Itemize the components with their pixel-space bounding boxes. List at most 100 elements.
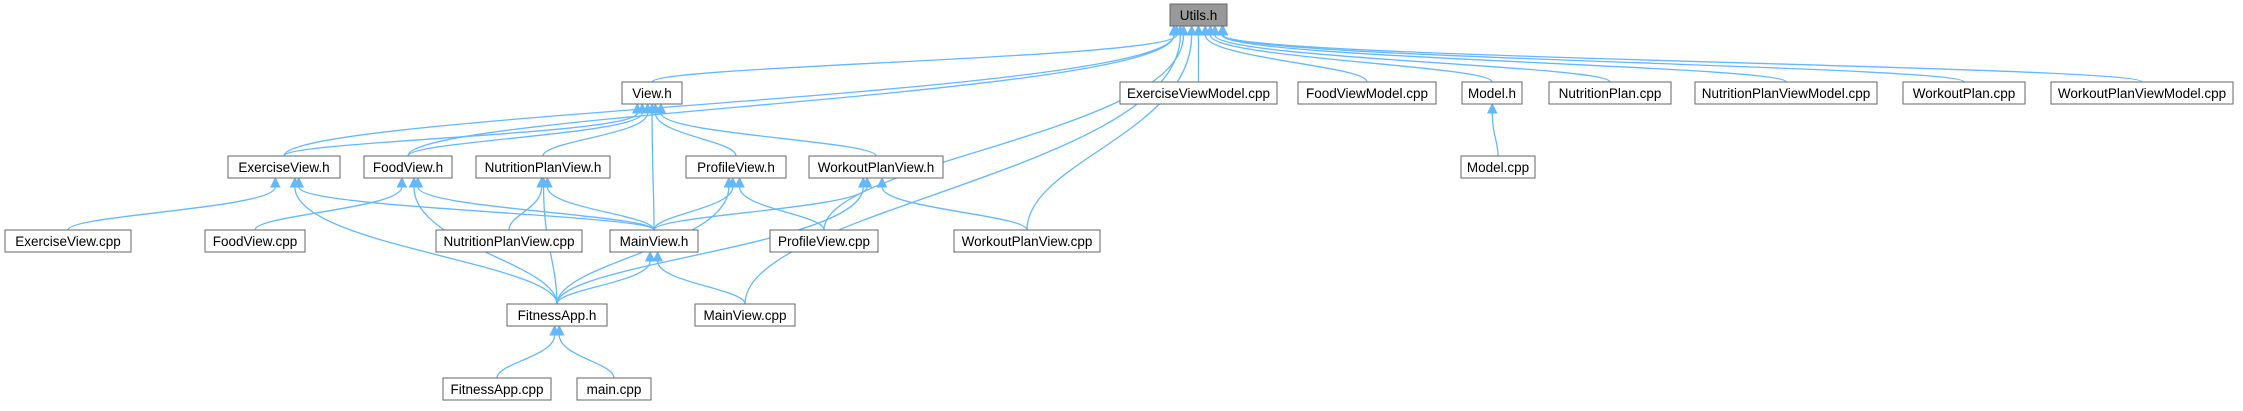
file-node-box — [1460, 155, 1536, 179]
arrowhead-wviewcpp-to-utils — [1186, 24, 1197, 36]
file-node-box — [576, 377, 652, 401]
dependency-edge-mainview-to-foodview — [417, 186, 655, 231]
dependency-edge-foodview-to-view — [407, 112, 643, 157]
file-node-box — [685, 155, 787, 179]
file-node-box — [363, 155, 453, 179]
dependency-edge-mainview-to-wview — [653, 186, 868, 231]
arrowhead-fitapp-to-mainview — [644, 250, 656, 262]
dependency-edge-wviewcpp-to-wview — [881, 186, 1028, 231]
file-node-wplan[interactable]: WorkoutPlan.cpp — [1902, 81, 2026, 105]
file-node-label: NutritionPlanView.cpp — [443, 234, 574, 249]
file-node-label: WorkoutPlanView.cpp — [962, 234, 1093, 249]
file-node-mainviewcpp[interactable]: MainView.cpp — [694, 303, 796, 327]
file-node-nutview[interactable]: NutritionPlanView.h — [475, 155, 611, 179]
file-node-nutplanvm[interactable]: NutritionPlanViewModel.cpp — [1694, 81, 1878, 105]
file-node-label: MainView.h — [620, 234, 689, 249]
file-node-profview[interactable]: ProfileView.h — [685, 155, 787, 179]
file-node-box — [2050, 81, 2234, 105]
file-node-nutplan[interactable]: NutritionPlan.cpp — [1548, 81, 1672, 105]
dependency-edge-modelcpp-to-model — [1491, 112, 1499, 157]
file-node-label: ProfileView.h — [697, 160, 775, 175]
file-node-label: WorkoutPlanViewModel.cpp — [2058, 86, 2226, 101]
file-node-box — [808, 155, 944, 179]
arrowhead-fitapp-to-nutview — [538, 176, 549, 188]
dependency-edge-wviewcpp-to-utils — [1026, 34, 1193, 231]
dependency-edge-fitapp-to-wview — [556, 186, 864, 305]
file-node-mainview[interactable]: MainView.h — [609, 229, 699, 253]
file-node-maincpp[interactable]: main.cpp — [576, 377, 652, 401]
dependency-edge-foodvm-to-utils — [1204, 34, 1368, 83]
dependency-edge-nutviewcpp-to-nutview — [508, 186, 543, 231]
file-node-box — [475, 155, 611, 179]
file-node-label: ExerciseView.cpp — [15, 234, 121, 249]
file-node-box — [609, 229, 699, 253]
dependency-edge-exview-to-utils — [283, 34, 1175, 157]
file-node-foodvm[interactable]: FoodViewModel.cpp — [1297, 81, 1437, 105]
file-node-box — [769, 229, 879, 253]
arrowhead-exviewcpp-to-exview — [270, 176, 281, 188]
arrowhead-fitapp-to-exview — [289, 176, 301, 188]
file-node-view[interactable]: View.h — [621, 81, 683, 105]
arrowhead-wview-to-view — [655, 102, 667, 114]
file-node-foodview[interactable]: FoodView.h — [363, 155, 453, 179]
file-node-exviewcpp[interactable]: ExerciseView.cpp — [4, 229, 132, 253]
file-node-label: FoodView.h — [373, 160, 443, 175]
arrowhead-foodview-to-utils — [1168, 24, 1180, 36]
arrowhead-modelcpp-to-model — [1486, 102, 1498, 114]
file-node-nutviewcpp[interactable]: NutritionPlanView.cpp — [435, 229, 583, 253]
file-node-foodviewcpp[interactable]: FoodView.cpp — [204, 229, 306, 253]
dependency-edge-profview-to-view — [654, 112, 737, 157]
file-node-modelcpp[interactable]: Model.cpp — [1460, 155, 1536, 179]
file-node-box — [227, 155, 341, 179]
arrowhead-foodviewcpp-to-foodview — [396, 176, 408, 188]
file-node-box — [953, 229, 1101, 253]
file-node-utils[interactable]: Utils.h — [1169, 3, 1228, 27]
file-node-label: View.h — [632, 86, 672, 101]
arrowhead-fitapp-to-foodview — [408, 176, 420, 188]
file-node-label: NutritionPlanViewModel.cpp — [1702, 86, 1871, 101]
file-node-model[interactable]: Model.h — [1461, 81, 1523, 105]
file-node-wview[interactable]: WorkoutPlanView.h — [808, 155, 944, 179]
arrowhead-mainviewcpp-to-utils — [1175, 24, 1186, 36]
file-node-label: WorkoutPlanView.h — [818, 160, 935, 175]
file-node-label: FoodViewModel.cpp — [1306, 86, 1428, 101]
dependency-edge-foodviewcpp-to-foodview — [254, 186, 403, 231]
dependency-edge-wview-to-view — [660, 112, 877, 157]
file-node-box — [204, 229, 306, 253]
file-node-label: FoodView.cpp — [213, 234, 298, 249]
file-node-box — [1548, 81, 1672, 105]
dependency-edge-mainview-to-exview — [298, 186, 655, 231]
arrowhead-mainviewcpp-to-mainview — [652, 250, 663, 262]
file-node-label: MainView.cpp — [703, 308, 786, 323]
dependency-edge-mainview-to-view — [651, 112, 655, 231]
arrowhead-wplanvm-to-utils — [1217, 24, 1229, 36]
file-node-box — [1119, 81, 1278, 105]
file-node-box — [1461, 81, 1523, 105]
file-node-exview[interactable]: ExerciseView.h — [227, 155, 341, 179]
dependency-edge-exviewcpp-to-exview — [67, 186, 277, 231]
dependency-edge-wplanvm-to-utils — [1222, 34, 2143, 83]
dependency-edge-maincpp-to-fitapp — [558, 334, 615, 379]
file-node-exvm[interactable]: ExerciseViewModel.cpp — [1119, 81, 1278, 105]
file-node-label: NutritionPlan.cpp — [1559, 86, 1662, 101]
file-node-profviewcpp[interactable]: ProfileView.cpp — [769, 229, 879, 253]
file-node-label: FitnessApp.cpp — [450, 382, 543, 397]
file-node-wplanvm[interactable]: WorkoutPlanViewModel.cpp — [2050, 81, 2234, 105]
arrowhead-fitapp-to-profview — [723, 176, 735, 188]
file-node-fitappcpp[interactable]: FitnessApp.cpp — [442, 377, 552, 401]
dependency-edge-wplan-to-utils — [1222, 34, 1965, 83]
file-node-fitapp[interactable]: FitnessApp.h — [506, 303, 608, 327]
dependency-edge-mainview-to-profview — [653, 186, 734, 231]
file-node-wviewcpp[interactable]: WorkoutPlanView.cpp — [953, 229, 1101, 253]
dependency-edge-fitappcpp-to-fitapp — [496, 334, 556, 379]
dependency-edge-profviewcpp-to-utils — [823, 34, 1185, 231]
arrowhead-maincpp-to-fitapp — [553, 324, 565, 336]
arrowhead-profviewcpp-to-profview — [734, 176, 745, 188]
file-node-box — [694, 303, 796, 327]
file-node-label: FitnessApp.h — [518, 308, 597, 323]
dependency-edge-mainviewcpp-to-mainview — [656, 260, 746, 305]
edges-layer — [67, 24, 2143, 379]
dependency-edge-nutview-to-view — [542, 112, 649, 157]
